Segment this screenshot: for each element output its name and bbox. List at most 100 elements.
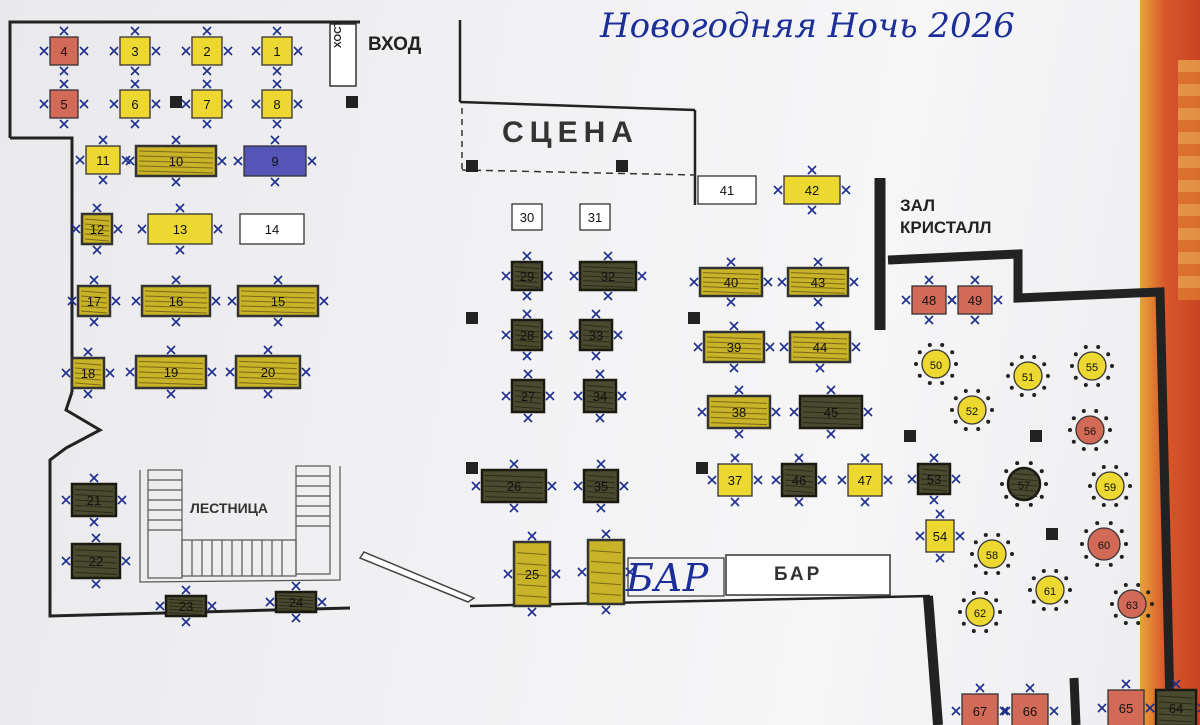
chair-dot (1110, 602, 1114, 606)
hatch-stroke (802, 416, 860, 420)
chair-dot (1039, 469, 1044, 474)
taken-mark (217, 156, 227, 166)
table-65: 65 (1097, 679, 1155, 725)
taken-mark (807, 165, 817, 175)
pillar (696, 462, 708, 474)
chair-dot (1124, 495, 1129, 500)
chair-dot (1006, 374, 1010, 378)
chair-dot (1096, 383, 1101, 388)
hatch-stroke (84, 233, 110, 237)
hatch-stroke (582, 280, 634, 284)
table-number: 3 (131, 44, 138, 59)
chair-dot (1114, 503, 1119, 508)
taken-mark (291, 613, 301, 623)
table-16: 16 (131, 275, 221, 327)
taken-mark (935, 509, 945, 519)
chair-dot (1000, 482, 1004, 486)
taken-mark (223, 46, 233, 56)
chair-dot (1068, 588, 1072, 592)
chair-dot (1104, 416, 1109, 421)
table-shape (1075, 415, 1105, 445)
table-number: 22 (89, 554, 103, 569)
table-26: 26 (471, 459, 557, 513)
chair-dot (1128, 484, 1132, 488)
table-49: 49 (947, 275, 1003, 325)
chair-dot (984, 629, 989, 634)
hatch-stroke (706, 336, 762, 340)
taken-mark (596, 459, 606, 469)
taken-mark (92, 245, 102, 255)
taken-mark (273, 317, 283, 327)
hatch-stroke (1010, 488, 1038, 492)
taken-mark (91, 579, 101, 589)
chair-dot (940, 342, 945, 347)
hatch-stroke (80, 310, 108, 314)
hatch-stroke (144, 300, 208, 304)
pillar (904, 430, 916, 442)
pillar (466, 312, 478, 324)
taken-mark (98, 175, 108, 185)
taken-mark (863, 407, 873, 417)
table-number: 17 (87, 294, 101, 309)
hatch-stroke (784, 468, 814, 472)
taken-mark (951, 706, 961, 716)
table-60: 60 (1080, 521, 1128, 567)
hatch-stroke (706, 356, 762, 360)
table-shape (261, 89, 293, 119)
taken-mark (1001, 706, 1011, 716)
chair-dot (1019, 393, 1024, 398)
hatch-stroke (586, 390, 614, 394)
table-55: 55 (1070, 344, 1114, 388)
chair-dot (1006, 540, 1011, 545)
hatch-stroke (710, 406, 768, 410)
table-number: 20 (261, 365, 275, 380)
table-shape (511, 203, 543, 231)
host-label: ХОСТ (333, 20, 344, 48)
taken-mark (569, 271, 579, 281)
hatch-stroke (514, 324, 540, 328)
table-51: 51 (1006, 354, 1050, 398)
taken-mark (603, 251, 613, 261)
hatch-stroke (74, 362, 102, 366)
chair-dot (1028, 588, 1032, 592)
hatch-stroke (278, 601, 314, 605)
taken-mark (293, 46, 303, 56)
hatch-stroke (586, 480, 616, 484)
taken-mark (522, 309, 532, 319)
taken-mark (970, 315, 980, 325)
taken-mark (726, 257, 736, 267)
taken-mark (251, 99, 261, 109)
hatch-stroke (514, 270, 540, 274)
table-number: 54 (933, 529, 947, 544)
hatch-stroke (80, 295, 108, 299)
chair-dot (1031, 576, 1036, 581)
hall-label-line1: ЗАЛ (900, 196, 936, 215)
chair-dot (1015, 502, 1020, 507)
chair-dot (1114, 464, 1119, 469)
taken-mark (883, 475, 893, 485)
hatch-stroke (168, 602, 204, 606)
table-number: 63 (1126, 600, 1138, 612)
hatch-stroke (586, 400, 614, 404)
chair-dot (1104, 439, 1109, 444)
hatch-stroke (80, 305, 108, 309)
table-45: 45 (789, 385, 873, 439)
chair-dot (996, 532, 1001, 537)
taken-mark (39, 99, 49, 109)
chair-dot (994, 598, 999, 603)
taken-mark (569, 330, 579, 340)
taken-mark (501, 271, 511, 281)
table-24: 24 (265, 581, 327, 623)
taken-mark (693, 342, 703, 352)
table-number: 44 (813, 340, 827, 355)
chair-dot (953, 419, 958, 424)
table-15: 15 (227, 275, 329, 327)
taken-mark (935, 553, 945, 563)
hatch-stroke (138, 376, 204, 380)
chair-dot (1004, 469, 1009, 474)
chair-dot (1101, 464, 1106, 469)
hatch-stroke (802, 400, 860, 404)
hatch-stroke (84, 218, 110, 222)
taken-mark (61, 495, 71, 505)
chair-dot (976, 388, 981, 393)
